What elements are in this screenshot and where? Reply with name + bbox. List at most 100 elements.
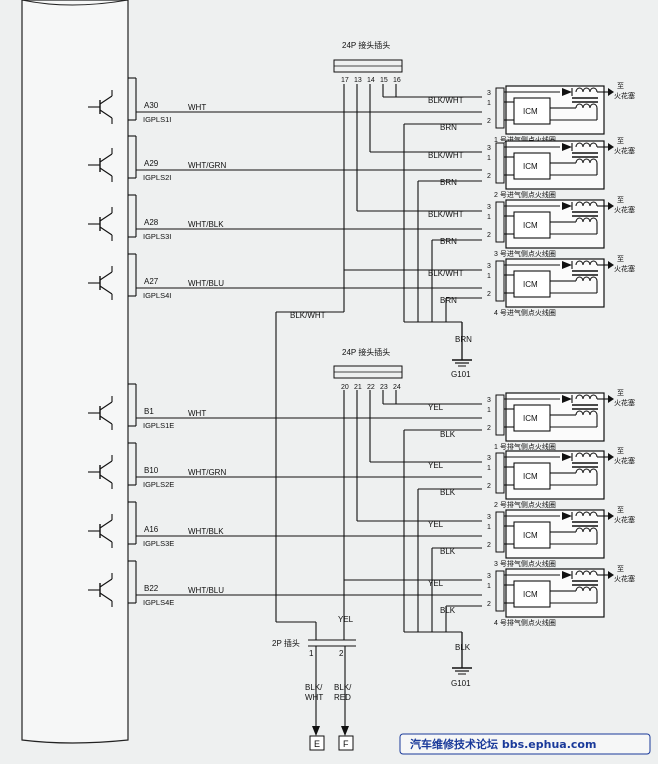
coil-pin-3: 3 xyxy=(487,145,491,152)
transistor-emitter xyxy=(99,109,113,119)
diode-icon xyxy=(562,88,572,96)
spark-label-1: 至 xyxy=(617,389,624,397)
connector-top-pin-14: 14 xyxy=(367,77,375,84)
transistor-collector xyxy=(99,460,113,470)
icm-label: ICM xyxy=(523,280,538,289)
coil-pin-2: 2 xyxy=(487,483,491,490)
diode-icon xyxy=(562,143,572,151)
coil-pin-2: 2 xyxy=(487,173,491,180)
coil-power-wire-label: BLK/WHT xyxy=(428,96,464,105)
coil-connector xyxy=(495,394,505,436)
ecm-pin-label: A27 xyxy=(144,277,159,286)
transistor-collector xyxy=(99,578,113,588)
coil-pin-1: 1 xyxy=(487,100,491,107)
spark-label-1: 至 xyxy=(617,196,624,204)
ecm-pin-label: B1 xyxy=(144,407,154,416)
diode-icon xyxy=(562,395,572,403)
output-wire-2-line1: BLK/ xyxy=(334,683,352,692)
coil-connector xyxy=(495,452,505,494)
spark-label-2: 火花塞 xyxy=(614,91,635,100)
coil-pin-3: 3 xyxy=(487,514,491,521)
icm-label: ICM xyxy=(523,162,538,171)
ecm-wire-label: WHT/BLK xyxy=(188,220,224,229)
footer-banner: 汽车维修技术论坛 bbs.ephua.com xyxy=(399,733,651,755)
ecm-top-edge xyxy=(21,0,129,6)
icm-label: ICM xyxy=(523,107,538,116)
coil-power-wire-label: BLK/WHT xyxy=(428,151,464,160)
icm-box xyxy=(513,152,551,180)
connector-2p: 2P 插头 1 2 xyxy=(272,638,356,658)
coil-connector xyxy=(495,201,505,243)
icm-box xyxy=(513,404,551,432)
connector-bottom-pin-20: 20 xyxy=(341,384,349,391)
coil-name: 3 号进气侧点火线圈 xyxy=(494,249,556,258)
icm-label: ICM xyxy=(523,531,538,540)
transistor-emitter xyxy=(99,474,113,484)
output-wire-1-line1: BLK/ xyxy=(305,683,323,692)
diode-icon xyxy=(562,453,572,461)
arrow-icon xyxy=(608,202,614,210)
ecm-signal-label: IGPLS2E xyxy=(143,480,174,489)
spark-label-2: 火花塞 xyxy=(614,264,635,273)
ecm-pin-label: B22 xyxy=(144,584,159,593)
coil-pin-3: 3 xyxy=(487,573,491,580)
coil-pin-3: 3 xyxy=(487,263,491,270)
spark-label-2: 火花塞 xyxy=(614,146,635,155)
coil-ground-wire-label: BRN xyxy=(440,178,457,187)
coil-connector xyxy=(495,142,505,184)
arrow-e xyxy=(312,726,320,736)
coil-ground-wire-label: BLK xyxy=(440,488,456,497)
coil-name: 4 号进气侧点火线圈 xyxy=(494,308,556,317)
transistor-collector xyxy=(99,153,113,163)
coil-winding-icon xyxy=(589,527,598,533)
icm-box xyxy=(513,521,551,549)
connector-2p-pin-2: 2 xyxy=(339,649,344,658)
spark-label-2: 火花塞 xyxy=(614,574,635,583)
arrow-icon xyxy=(608,571,614,579)
coil-pin-2: 2 xyxy=(487,425,491,432)
icm-label: ICM xyxy=(523,472,538,481)
ecm-pin-label: A29 xyxy=(144,159,159,168)
output-wire-1-line2: WHT xyxy=(305,693,323,702)
diode-icon xyxy=(562,571,572,579)
coil-winding-icon xyxy=(589,452,598,458)
coil-pin-2: 2 xyxy=(487,232,491,239)
coil-winding-icon xyxy=(589,260,598,266)
coil-ground-wire-label: BLK xyxy=(440,430,456,439)
coil-name: 1 号排气侧点火线圈 xyxy=(494,442,556,451)
ecm-pin-label: A16 xyxy=(144,525,159,534)
coil-pin-3: 3 xyxy=(487,204,491,211)
ecm-wire-label: WHT/GRN xyxy=(188,161,226,170)
arrow-icon xyxy=(608,512,614,520)
coil-power-wire-label: BLK/WHT xyxy=(428,269,464,278)
connector-top-title: 24P 接头插头 xyxy=(342,40,390,50)
ground-bottom-wire: BLK xyxy=(455,643,471,652)
icm-box xyxy=(513,211,551,239)
transistor-collector xyxy=(99,271,113,281)
coil-winding-icon xyxy=(589,276,598,282)
coil-winding-icon xyxy=(589,201,598,207)
coil-winding-icon xyxy=(589,87,598,93)
ecm-signal-label: IGPLS4E xyxy=(143,598,174,607)
transistor-emitter xyxy=(99,226,113,236)
coil-name: 3 号排气侧点火线圈 xyxy=(494,559,556,568)
connector-bottom-pin-24: 24 xyxy=(393,384,401,391)
ecm-signal-label: IGPLS3E xyxy=(143,539,174,548)
coil-pin-3: 3 xyxy=(487,455,491,462)
coil-pin-1: 1 xyxy=(487,583,491,590)
ecm-signal-label: IGPLS2I xyxy=(143,173,171,182)
arrow-icon xyxy=(608,88,614,96)
connector-bottom-title: 24P 接头插头 xyxy=(342,347,390,357)
ground-top: BRN G101 xyxy=(451,322,472,379)
